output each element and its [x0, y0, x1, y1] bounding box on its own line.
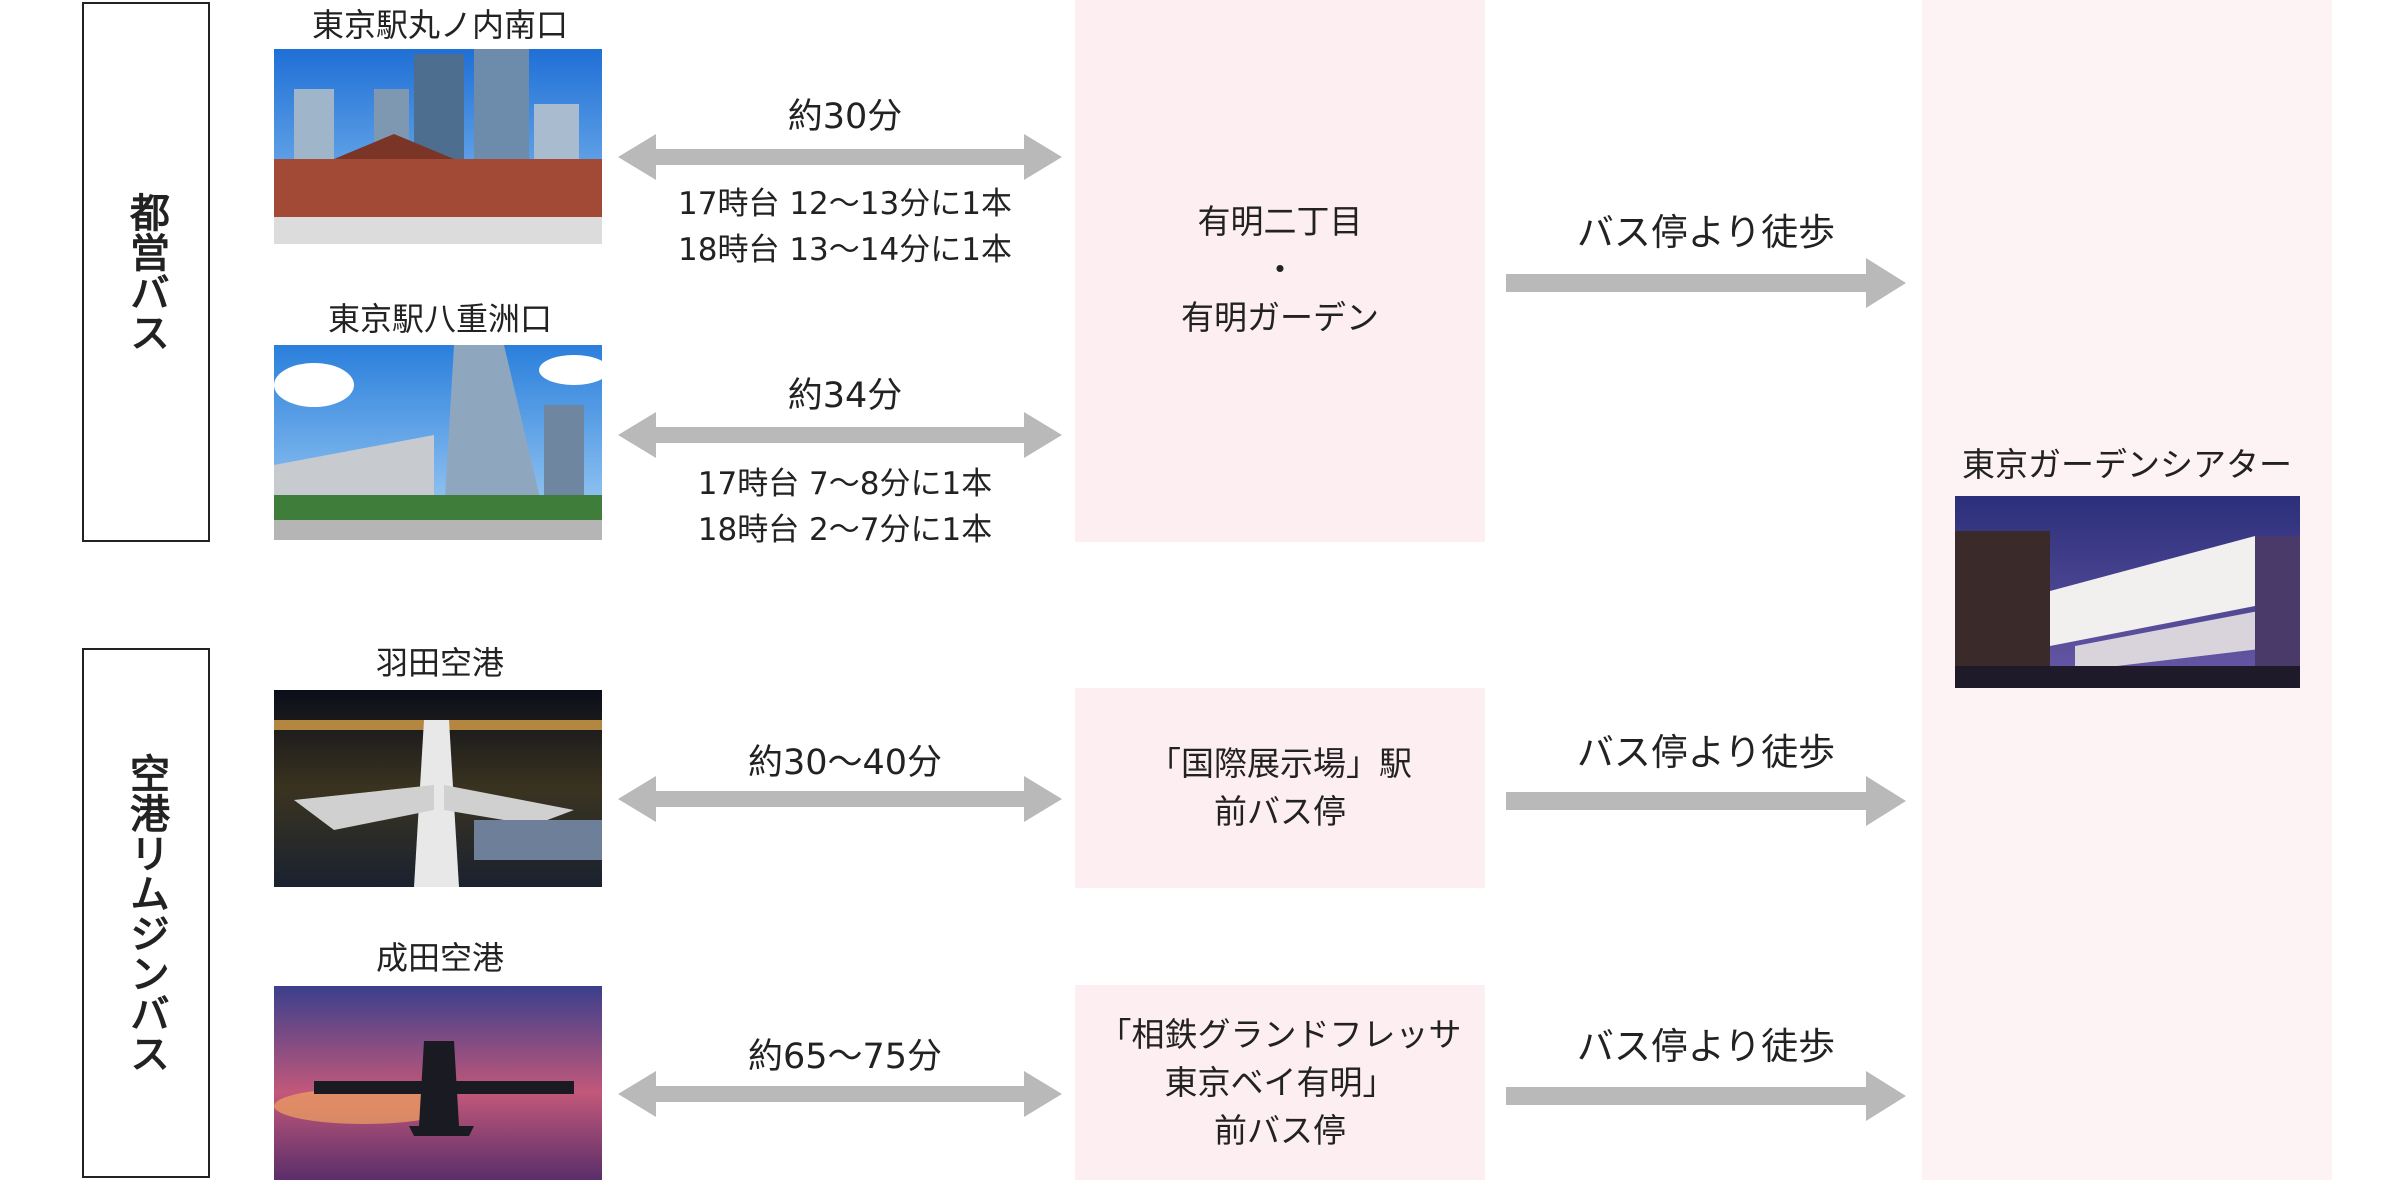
tokyo-station-marunouchi-photo: [274, 49, 602, 244]
walk-label: バス停より徒歩: [1576, 1025, 1836, 1068]
bus-stop-line: 有明ガーデン: [1181, 298, 1379, 337]
group-label-limousine-bus-text: 空港リムジンバス: [123, 753, 169, 1073]
schedule-text: 17時台 12〜13分に1本 18時台 13〜14分に1本: [620, 181, 1070, 273]
bus-stop-line: 有明二丁目: [1197, 202, 1363, 241]
origin-label: 羽田空港: [375, 644, 504, 682]
right-arrow-icon: [1506, 258, 1906, 308]
bus-stop-kokusai-tenjijo: 「国際展示場」駅 前バス停: [1075, 688, 1485, 888]
double-arrow-icon: [618, 412, 1062, 458]
stop-column-background-top: [1075, 0, 1485, 542]
walk-label: バス停より徒歩: [1576, 731, 1836, 774]
schedule-line: 17時台 12〜13分に1本: [678, 186, 1012, 222]
tokyo-garden-theater-photo: [1955, 496, 2300, 688]
bus-stop-line: ・: [1263, 250, 1297, 289]
double-arrow-icon: [618, 776, 1062, 822]
bus-stop-sotetsu-grand-fresa: 「相鉄グランドフレッサ 東京ベイ有明」 前バス停: [1075, 985, 1485, 1180]
origin-label: 成田空港: [375, 939, 504, 977]
haneda-airport-photo: [274, 690, 602, 887]
origin-label: 東京駅丸ノ内南口: [311, 6, 568, 44]
duration-label: 約65〜75分: [747, 1037, 943, 1077]
double-arrow-icon: [618, 134, 1062, 180]
schedule-line: 18時台 13〜14分に1本: [678, 232, 1012, 268]
bus-stop-line: 「国際展示場」駅: [1148, 744, 1412, 783]
schedule-text: 17時台 7〜8分に1本 18時台 2〜7分に1本: [620, 461, 1070, 553]
duration-label: 約30分: [787, 97, 903, 137]
tokyo-station-yaesu-photo: [274, 345, 602, 540]
narita-airport-photo: [274, 986, 602, 1180]
schedule-line: 17時台 7〜8分に1本: [697, 466, 993, 502]
right-arrow-icon: [1506, 1071, 1906, 1121]
group-label-toei-bus-text: 都営バス: [123, 192, 169, 352]
origin-label: 東京駅八重洲口: [327, 300, 552, 338]
duration-label: 約30〜40分: [747, 743, 943, 783]
schedule-line: 18時台 2〜7分に1本: [697, 512, 993, 548]
group-label-limousine-bus: 空港リムジンバス: [82, 648, 210, 1178]
group-label-toei-bus: 都営バス: [82, 2, 210, 542]
duration-label: 約34分: [787, 376, 903, 416]
bus-stop-line: 前バス停: [1214, 792, 1346, 831]
bus-stop-line: 東京ベイ有明」: [1164, 1062, 1396, 1102]
bus-stop-ariake: 有明二丁目 ・ 有明ガーデン: [1075, 195, 1485, 345]
right-arrow-icon: [1506, 776, 1906, 826]
bus-stop-line: 前バス停: [1214, 1110, 1346, 1150]
destination-label: 東京ガーデンシアター: [1962, 445, 2292, 484]
double-arrow-icon: [618, 1071, 1062, 1117]
walk-label: バス停より徒歩: [1576, 211, 1836, 254]
bus-stop-line: 「相鉄グランドフレッサ: [1098, 1014, 1462, 1054]
